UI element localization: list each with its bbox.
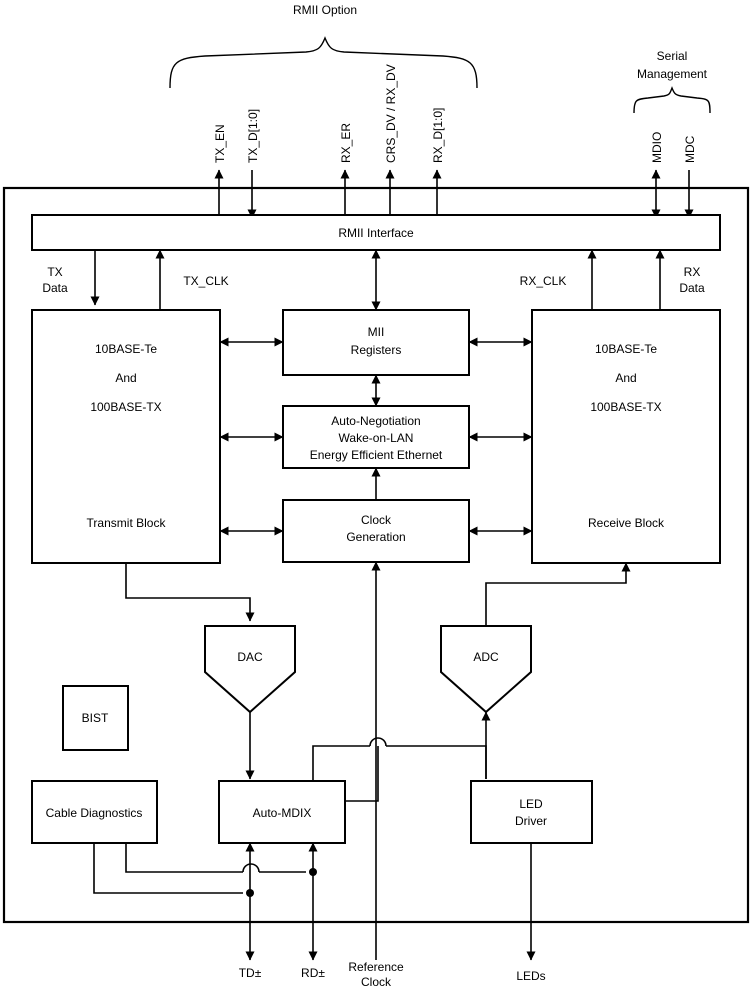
pin-label-td: TD± [239,966,262,980]
pin-label-reference-clock-2: Clock [361,975,392,989]
pin-label-crs-dv: CRS_DV / RX_DV [384,64,398,163]
pin-label-reference-clock-1: Reference [348,960,404,974]
label-tx-data-1: TX [47,265,62,279]
transmit-block-label-2: And [115,371,136,385]
pin-label-rx-d: RX_D[1:0] [431,108,445,163]
transmit-block-label-3: 100BASE-TX [90,400,161,414]
pin-label-tx-d: TX_D[1:0] [246,109,260,163]
label-tx-data-2: Data [42,281,68,295]
adc-label: ADC [473,650,499,664]
label-rx-data-2: Data [679,281,705,295]
rmii-option-label: RMII Option [293,3,357,17]
clock-generation-block[interactable] [282,499,470,563]
pin-label-rx-er: RX_ER [339,123,353,163]
transmit-block-label-1: 10BASE-Te [95,342,157,356]
auto-mdix-block[interactable] [218,780,346,844]
serial-management-brace [633,86,711,114]
mii-registers-label-1: MII [368,325,385,339]
bist-block[interactable] [62,685,129,751]
wire-adc-feed-left [312,745,370,781]
wire-transmit-to-dac [125,563,255,622]
transmit-block-label-4: Transmit Block [87,516,167,530]
auto-negotiation-label-1: Auto-Negotiation [331,414,420,428]
label-rx-data-1: RX [684,265,701,279]
rmii-interface-block[interactable] [31,214,721,251]
wire-automdix-right-stub [345,746,379,802]
adc-block[interactable] [440,625,532,714]
receive-block-label-1: 10BASE-Te [595,342,657,356]
wire-adc-to-receive [485,562,631,626]
pin-label-rd: RD± [301,966,325,980]
serial-management-label-1: Serial [657,49,688,63]
label-tx-clk: TX_CLK [183,274,228,288]
top-pin-wires [214,169,694,219]
dac-block[interactable] [204,625,296,714]
clock-generation-label-1: Clock [361,513,392,527]
pin-label-mdio: MDIO [650,132,664,163]
rmii-interface-label: RMII Interface [338,226,414,240]
mii-registers-label-2: Registers [351,343,402,357]
bist-label: BIST [82,711,109,725]
led-driver-block[interactable] [470,780,593,844]
auto-negotiation-label-2: Wake-on-LAN [339,431,414,445]
label-rx-clk: RX_CLK [520,274,567,288]
receive-block-label-2: And [615,371,636,385]
wire-cablediag-to-rd-left [125,843,243,873]
top-pin-labels: TX_EN TX_D[1:0] RX_ER CRS_DV / RX_DV RX_… [213,64,697,163]
cable-diagnostics-block[interactable] [31,780,158,844]
pin-label-leds: LEDs [516,969,545,983]
receive-block-label-3: 100BASE-TX [590,400,661,414]
internal-signal-wires [90,249,665,311]
pin-label-mdc: MDC [683,135,697,163]
wire-hop-adc-feed [369,737,387,747]
clock-generation-label-2: Generation [346,530,405,544]
led-driver-label-1: LED [519,797,543,811]
pin-label-tx-en: TX_EN [213,124,227,163]
led-driver-label-2: Driver [515,814,547,828]
cable-diagnostics-label: Cable Diagnostics [46,806,143,820]
bottom-wiring [93,842,536,961]
rmii-option-brace [169,36,478,89]
receive-block[interactable] [531,309,721,564]
serial-management-label-2: Management [637,67,708,81]
receive-block-label-4: Receive Block [588,516,665,530]
wire-cablediag-to-td [93,843,243,894]
mii-registers-block[interactable] [282,309,470,376]
horizontal-block-links [219,337,533,536]
auto-negotiation-label-3: Energy Efficient Ethernet [310,448,443,462]
auto-mdix-label: Auto-MDIX [253,806,312,820]
dac-label: DAC [237,650,263,664]
